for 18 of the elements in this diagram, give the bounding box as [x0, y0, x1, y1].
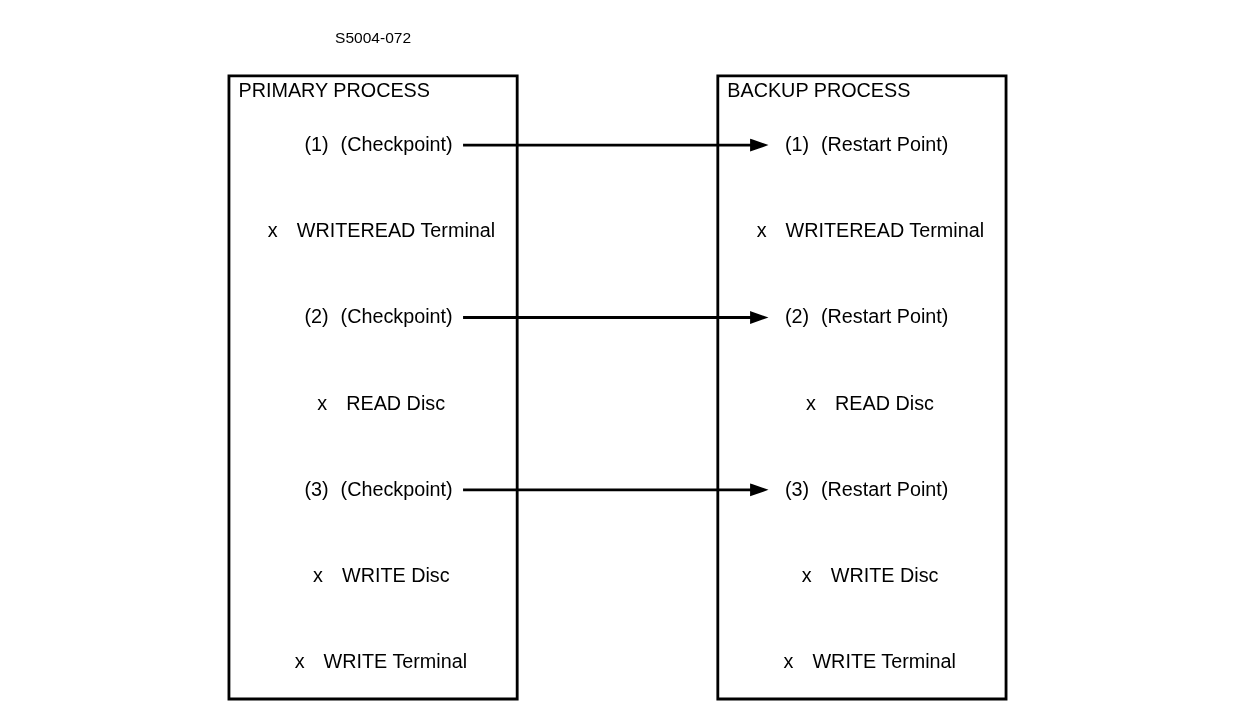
label: S5004-072 [335, 29, 412, 47]
node-text: x WRITE Disc [313, 563, 450, 586]
node-text: (1) (Checkpoint) [304, 133, 453, 156]
node-text: (2) (Restart Point) [784, 305, 949, 328]
arrow [463, 311, 769, 324]
node-text: x READ Disc [806, 391, 934, 414]
node-text: (1) (Restart Point) [784, 133, 949, 156]
node-text: x WRITEREAD Terminal [267, 219, 496, 242]
node-text: (3) (Checkpoint) [304, 477, 453, 500]
node-text: x WRITEREAD Terminal [756, 219, 985, 242]
arrow [463, 138, 769, 152]
arrow [463, 483, 769, 497]
node-text: x WRITE Disc [801, 563, 939, 586]
node-text: x READ Disc [317, 391, 446, 414]
node-text: (2) (Checkpoint) [304, 305, 453, 328]
node-text: x WRITE Terminal [783, 650, 956, 673]
node-text: (3) (Restart Point) [784, 477, 949, 500]
node-text: x WRITE Terminal [294, 650, 468, 673]
